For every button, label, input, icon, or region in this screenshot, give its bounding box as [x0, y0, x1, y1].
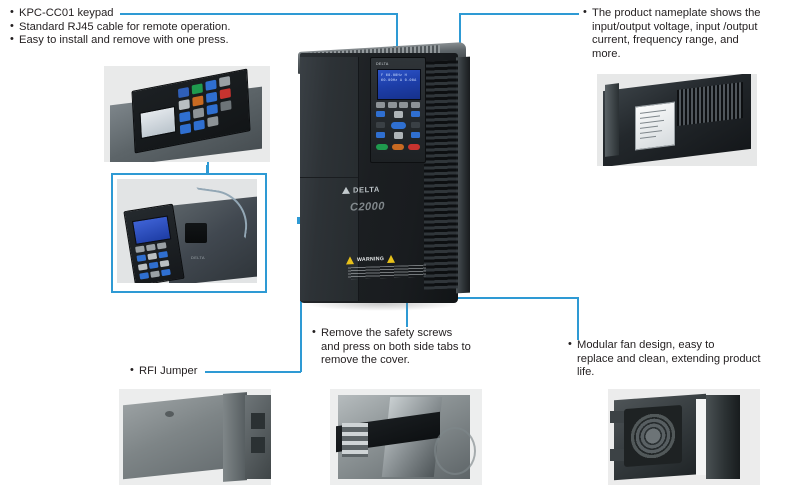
- keypad-lcd-text: F 60.00Hz H 60.00Hz A 0.00A: [381, 73, 417, 82]
- leader-line-nameplate-horizontal: [459, 13, 579, 15]
- callout-cover-line-3: remove the cover.: [321, 354, 410, 367]
- nameplate-label: [635, 101, 675, 151]
- product-main-photo: DELTA F 60.00Hz H 60.00Hz A 0.00A: [284, 27, 482, 312]
- photo-fan-module: [608, 389, 760, 485]
- callout-rfi-label: RFI Jumper: [130, 364, 220, 379]
- callout-fan: Modular fan design, easy to replace and …: [568, 338, 792, 380]
- leader-line-fan-vertical: [577, 297, 579, 340]
- warning-triangle-icon-left: [346, 256, 354, 265]
- rfi-slot-bottom: [251, 437, 265, 453]
- callout-cover: Remove the safety screws and press on bo…: [312, 326, 542, 368]
- callout-keypad-line-2: Standard RJ45 cable for remote operation…: [10, 20, 300, 35]
- photo-brand-mark: DELTA: [191, 255, 205, 260]
- fan-tab-bottom: [610, 449, 624, 461]
- keypad-brand-mark: DELTA: [376, 62, 389, 66]
- callout-cover-line-1: Remove the safety screws: [312, 326, 542, 341]
- callout-nameplate-line-3: current, frequency range, and: [592, 34, 739, 47]
- keypad-row-nav-bottom: [376, 132, 420, 139]
- callout-nameplate-line-4: more.: [592, 47, 621, 60]
- keypad-run-key: [376, 144, 388, 150]
- fan-tab-top: [610, 411, 624, 423]
- leader-line-cover-vertical: [406, 279, 408, 327]
- rfi-slot-top: [251, 413, 265, 429]
- keypad-display: [139, 105, 177, 140]
- callout-fan-line-3: life.: [577, 366, 595, 379]
- cover-fan-outline: [434, 427, 476, 475]
- detached-keypad-display: [131, 215, 172, 245]
- fan-removal-gap: [696, 399, 706, 475]
- rfi-rail: [223, 392, 247, 482]
- photo-nameplate: [597, 74, 757, 166]
- drive-front-cover: [300, 57, 359, 301]
- photo-rfi-jumper: [119, 389, 271, 485]
- leader-line-fan-horizontal: [442, 297, 579, 299]
- callout-nameplate: The product nameplate shows the input/ou…: [583, 6, 792, 61]
- drive-keypad: DELTA F 60.00Hz H 60.00Hz A 0.00A: [370, 57, 426, 163]
- drive-edge-rail: [605, 83, 619, 157]
- photo-keypad-rj45: DELTA: [117, 179, 257, 283]
- callout-nameplate-line-1: The product nameplate shows the: [583, 6, 792, 21]
- photo-keypad-angled: [104, 66, 270, 162]
- delta-triangle-icon: [342, 186, 350, 195]
- callout-rfi: RFI Jumper: [130, 364, 220, 379]
- warning-triangle-icon-right: [387, 254, 396, 264]
- keypad-jog-key: [392, 144, 404, 150]
- cover-vent-holes: [342, 423, 368, 457]
- leader-line-nameplate-vertical: [459, 13, 461, 47]
- keypad-row-function: [376, 102, 420, 108]
- fan-blades: [624, 404, 682, 468]
- callout-keypad-line-3: Easy to install and remove with one pres…: [10, 33, 300, 48]
- callout-keypad-line-1: KPC-CC01 keypad: [10, 6, 300, 21]
- fan-housing-rails: [706, 395, 740, 479]
- callout-keypad: KPC-CC01 keypad Standard RJ45 cable for …: [10, 6, 300, 48]
- rfi-screw: [165, 411, 174, 417]
- photo-cover-tabs: [330, 389, 482, 485]
- drive-model-text: C2000: [350, 200, 385, 214]
- callout-fan-line-2: replace and clean, extending product: [577, 352, 761, 365]
- callout-nameplate-line-2: input/output voltage, input /output: [592, 20, 758, 33]
- callout-cover-line-2: and press on both side tabs to: [321, 340, 471, 353]
- keypad-row-nav-top: [376, 111, 420, 118]
- callout-fan-line-1: Modular fan design, easy to: [568, 338, 792, 353]
- leader-line-rfi-horizontal: [205, 371, 301, 373]
- warning-text: WARNING: [357, 256, 385, 264]
- drive-cover-seam: [300, 177, 358, 178]
- keypad-lcd: F 60.00Hz H 60.00Hz A 0.00A: [377, 69, 421, 100]
- keypad-stop-key: [408, 144, 420, 150]
- drive-brand-text: DELTA: [353, 184, 380, 195]
- keypad-row-run-stop: [376, 144, 420, 150]
- drive-side-heatsink: [456, 56, 470, 294]
- leader-line-keypad-vertical: [396, 13, 398, 50]
- rj45-port: [185, 223, 207, 243]
- keypad-row-enter: [376, 122, 420, 129]
